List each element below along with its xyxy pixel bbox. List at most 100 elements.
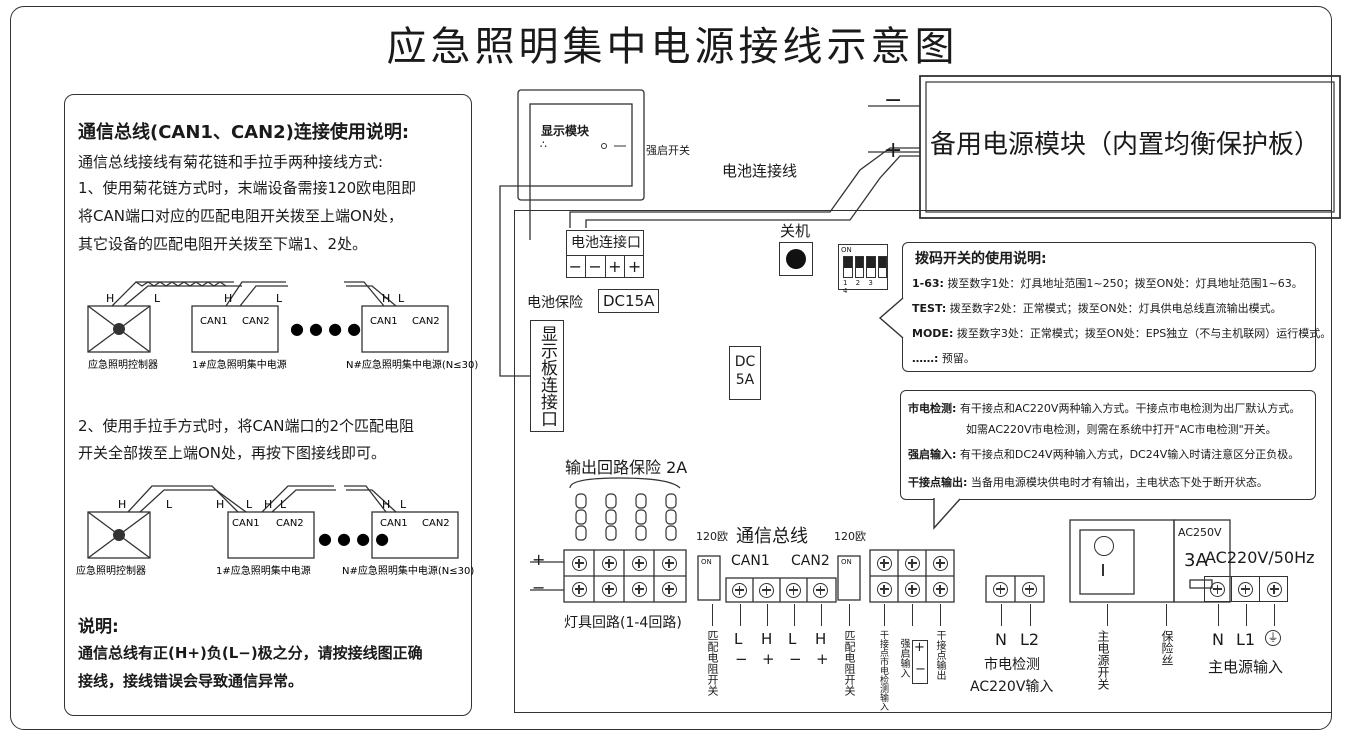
battery-pin: − — [586, 256, 606, 278]
terminal-screw-icon[interactable] — [571, 581, 587, 597]
terminal-screw-icon[interactable] — [786, 582, 801, 598]
dip-toggle[interactable] — [843, 256, 853, 278]
svg-text:CAN1: CAN1 — [380, 518, 408, 529]
force-switch-label: 强启开关 — [646, 144, 690, 157]
svg-text:L: L — [154, 292, 161, 305]
mains-key: 市电检测: — [908, 402, 957, 415]
battery-pin: − — [566, 256, 586, 278]
ac220-50hz-label: AC220V/50Hz — [1205, 548, 1315, 567]
terminal-screw-icon[interactable] — [759, 582, 774, 598]
dip-toggle[interactable] — [877, 256, 887, 278]
main-board — [514, 210, 1332, 713]
lamp-loop-label: 灯具回路(1-4回路) — [564, 615, 682, 631]
terminal-screw-icon[interactable] — [1210, 581, 1225, 597]
can2-minus: − — [789, 650, 802, 668]
switch-off-icon — [1094, 536, 1114, 556]
terminal-screw-icon[interactable] — [1022, 581, 1037, 597]
dip-key: MODE: — [912, 327, 954, 340]
dip-left-on: ON — [701, 558, 712, 566]
svg-text:应急照明控制器: 应急照明控制器 — [88, 358, 158, 371]
terminal-screw-icon[interactable] — [876, 581, 892, 597]
dip-text: 拨至数字1处：灯具地址范围1~250；拨至ON处：灯具地址范围1~63。 — [947, 277, 1303, 290]
display-module-label: 显示模块 — [541, 124, 590, 138]
terminal-screw-icon[interactable] — [932, 555, 948, 571]
dc-fuse: DC 5A — [729, 346, 761, 400]
can-heading: 通信总线(CAN1、CAN2)连接使用说明: — [78, 122, 410, 143]
mains-text: 有干接点和AC220V两种输入方式。干接点市电检测为出厂默认方式。 — [959, 402, 1301, 415]
terminal-screw-icon[interactable] — [631, 555, 647, 571]
dip-toggle[interactable] — [854, 256, 864, 278]
dip-numbers: 1 2 3 4 — [843, 279, 876, 295]
terminal-screw-icon[interactable] — [876, 555, 892, 571]
can-line-2: 1、使用菊花链方式时，末端设备需接120欧电阻即 — [78, 179, 417, 197]
terminal-screw-icon[interactable] — [993, 581, 1008, 597]
mains-detect-label: 市电检测 — [984, 657, 1040, 673]
match-switch-right: 匹配电阻开关 — [843, 630, 856, 696]
dip-note — [902, 242, 1316, 372]
dip-switch[interactable]: ON 1 2 3 4 — [838, 244, 888, 295]
can-line-5: 2、使用手拉手方式时，将CAN端口的2个匹配电阻 — [78, 417, 415, 435]
backup-power-module: 备用电源模块（内置均衡保护板） — [930, 130, 1321, 160]
svg-text:CAN1: CAN1 — [232, 518, 260, 529]
svg-text:CAN1: CAN1 — [370, 316, 398, 327]
mains-key: 强启输入: — [908, 448, 957, 461]
terminal-screw-icon[interactable] — [661, 581, 677, 597]
note-line-1: 通信总线有正(H+)负(L−)极之分，请按接线图正确 — [78, 644, 423, 662]
terminal-screw-icon[interactable] — [631, 581, 647, 597]
terminal-screw-icon[interactable] — [813, 582, 828, 598]
svg-text:1#应急照明集中电源: 1#应急照明集中电源 — [216, 564, 311, 577]
dry-mains-detect-label: 干接点市电检测输入 — [878, 630, 888, 711]
mains-note-pointer — [933, 498, 961, 530]
svg-text:CAN2: CAN2 — [412, 316, 440, 327]
force-minus: − — [915, 662, 926, 677]
fuse-3a-label: 3A — [1184, 550, 1208, 571]
battery-fuse-value: DC15A — [598, 289, 660, 313]
can1-plus: + — [762, 650, 775, 668]
can-line-6: 开关全部拨至上端ON处，再按下图接线即可。 — [78, 444, 387, 462]
svg-text:H: H — [224, 292, 232, 305]
terminal-screw-icon[interactable] — [601, 581, 617, 597]
mains-note — [900, 390, 1316, 500]
can-line-1: 通信总线接线有菊花链和手拉手两种接线方式: — [78, 153, 384, 171]
svg-text:CAN1: CAN1 — [200, 316, 228, 327]
svg-text:L: L — [400, 498, 407, 511]
svg-text:H: H — [382, 292, 390, 305]
main-power-switch-label: 主电源开关 — [1096, 630, 1110, 690]
can1-minus: − — [735, 650, 748, 668]
svg-text:CAN2: CAN2 — [242, 316, 270, 327]
ac250v-label: AC250V — [1178, 526, 1222, 539]
minus-terminal: − — [884, 88, 903, 113]
terminal-screw-icon[interactable] — [904, 581, 920, 597]
mains-text: 有干接点和DC24V两种输入方式，DC24V输入时请注意区分正负极。 — [959, 448, 1300, 461]
loop-plus: + — [532, 550, 546, 569]
svg-text:L: L — [166, 498, 173, 511]
dip-key: TEST: — [912, 302, 947, 315]
terminal-screw-icon[interactable] — [932, 581, 948, 597]
ac220-input-label: AC220V输入 — [970, 679, 1054, 695]
ohm-left: 120欧 — [696, 530, 728, 543]
dip-note-title: 拨码开关的使用说明: — [915, 251, 1047, 267]
terminal-screw-icon[interactable] — [601, 555, 617, 571]
dip-text: 拨至数字2处：正常模式；拨至ON处：灯具供电总线直流输出模式。 — [949, 302, 1282, 315]
display-port-label: 显示板连接口 — [537, 325, 557, 427]
svg-text:H: H — [264, 498, 272, 511]
power-off-button[interactable] — [779, 242, 813, 276]
battery-pin: + — [606, 256, 626, 278]
terminal-screw-icon[interactable] — [1266, 581, 1282, 597]
terminal-screw-icon[interactable] — [732, 582, 747, 598]
switch-on-icon — [1102, 564, 1104, 576]
terminal-screw-icon[interactable] — [571, 555, 587, 571]
force-input-polarity — [912, 640, 928, 684]
svg-text:∴: ∴ — [540, 138, 547, 151]
svg-text:1#应急照明集中电源: 1#应急照明集中电源 — [192, 358, 287, 371]
dip-toggle[interactable] — [866, 256, 876, 278]
can1-l-label: L — [734, 630, 743, 648]
terminal-screw-icon[interactable] — [1238, 581, 1253, 597]
terminal-screw-icon[interactable] — [904, 555, 920, 571]
can2-label: CAN2 — [791, 553, 830, 569]
terminal-blocks — [530, 519, 1231, 603]
terminal-screw-icon[interactable] — [661, 555, 677, 571]
main-power-switch[interactable] — [1080, 530, 1134, 594]
